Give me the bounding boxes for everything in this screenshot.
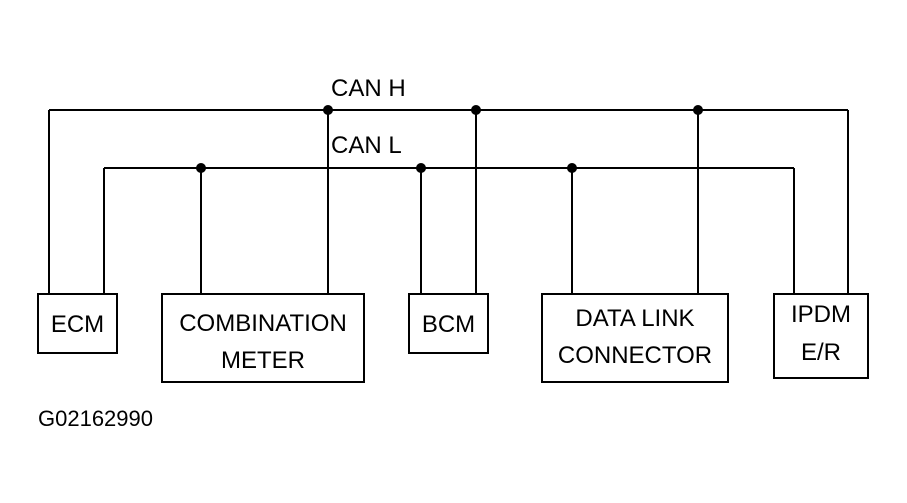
can-l-junction-dlc xyxy=(567,163,577,173)
can-h-junction-meter xyxy=(323,105,333,115)
combination-meter-module: COMBINATION METER xyxy=(161,293,365,383)
data-link-connector-label-line2: CONNECTOR xyxy=(558,342,712,369)
bcm-label: BCM xyxy=(422,311,475,338)
combination-meter-box xyxy=(161,293,365,383)
ecm-label: ECM xyxy=(51,311,104,338)
ipdm-label-line2: E/R xyxy=(801,339,841,366)
can-l-junction-bcm xyxy=(416,163,426,173)
can-l-label: CAN L xyxy=(331,132,402,159)
can-h-junction-bcm xyxy=(471,105,481,115)
bcm-module: BCM xyxy=(408,293,489,354)
ecm-module: ECM xyxy=(37,293,118,354)
data-link-connector-label-line1: DATA LINK xyxy=(575,305,694,332)
figure-id: G02162990 xyxy=(38,406,153,431)
data-link-connector-module: DATA LINK CONNECTOR xyxy=(541,293,729,383)
combination-meter-label-line2: METER xyxy=(221,347,305,374)
bcm-box xyxy=(408,293,489,354)
can-l-bus xyxy=(103,163,795,293)
ipdm-box xyxy=(773,293,869,379)
can-h-bus xyxy=(48,105,849,293)
ecm-box xyxy=(37,293,118,354)
can-l-junction-meter xyxy=(196,163,206,173)
ipdm-module: IPDM E/R xyxy=(773,293,869,379)
ipdm-label-line1: IPDM xyxy=(791,301,851,328)
data-link-connector-box xyxy=(541,293,729,383)
combination-meter-label-line1: COMBINATION xyxy=(179,310,347,337)
can-h-junction-dlc xyxy=(693,105,703,115)
can-h-label: CAN H xyxy=(331,75,406,102)
